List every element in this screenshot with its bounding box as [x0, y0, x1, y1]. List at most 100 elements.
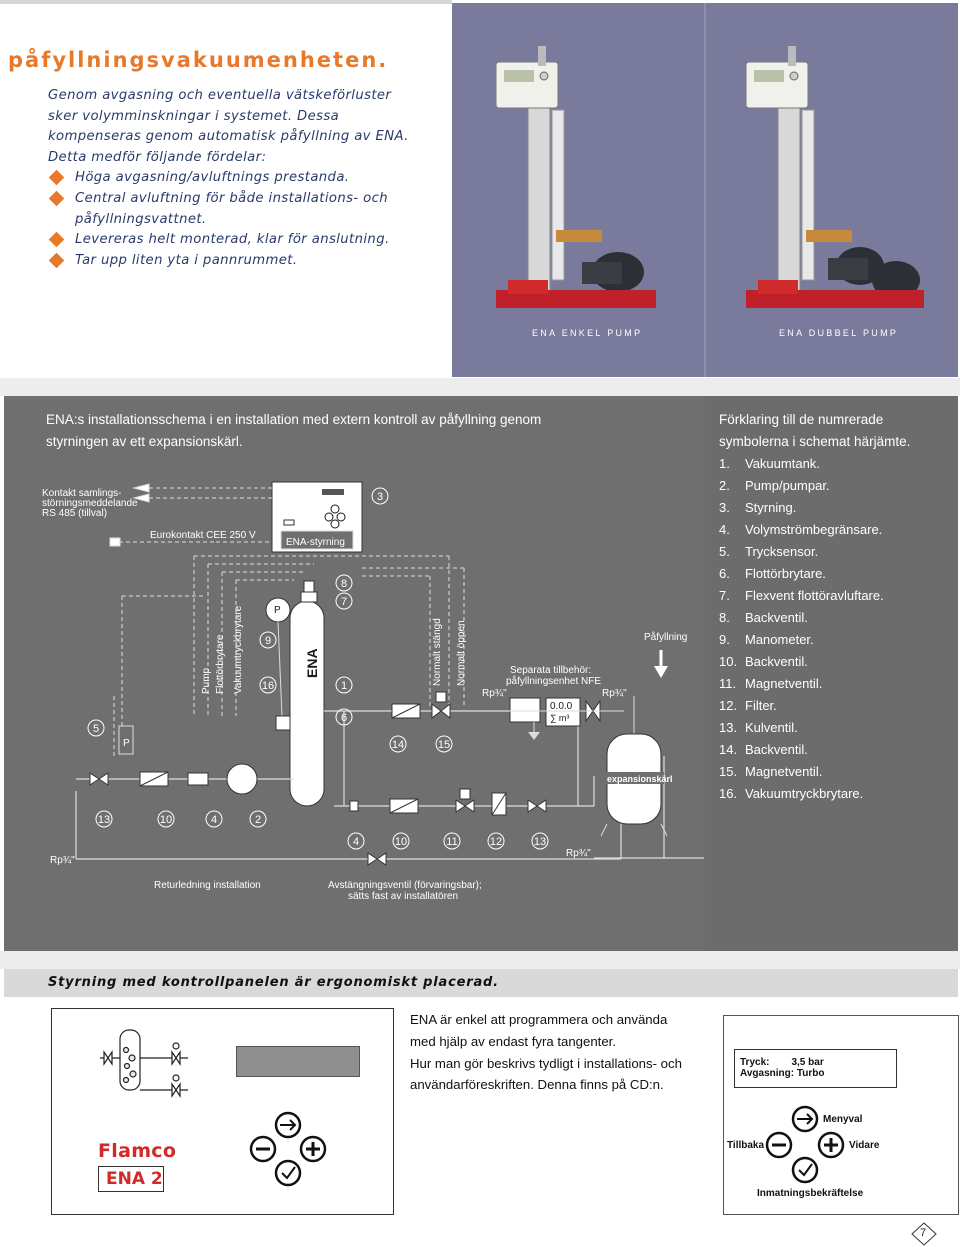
- legend-item: 7.Flexvent flottöravluftare.: [719, 588, 884, 603]
- separator-band: [0, 378, 960, 396]
- legend-title-line: symbolerna i schemat härjämte.: [719, 434, 911, 449]
- pressure-sensor-5: [118, 725, 134, 755]
- page-number-badge: [911, 1222, 937, 1246]
- display-line: Avgasning: Turbo: [740, 1068, 825, 1079]
- label-vakuum: Vakuumtryckbrytare: [233, 605, 244, 694]
- description-line: användarföreskriften. Denna finns på CD:…: [410, 1077, 664, 1093]
- intro-text: Genom avgasning och eventuella vätskeför…: [48, 86, 448, 271]
- legend-list: 1.Vakuumtank. 2.Pump/pumpar. 3.Styrning.…: [719, 453, 884, 805]
- label-kontakt: störningsmeddelande: [42, 498, 138, 509]
- ena-single-pump-image: [495, 46, 656, 308]
- legend-item: 5.Trycksensor.: [719, 544, 819, 559]
- marker-6: 6: [335, 708, 353, 726]
- diagram-title-line: styrningen av ett expansionskärl.: [46, 434, 243, 449]
- intro-line: Genom avgasning och eventuella vätskeför…: [48, 88, 392, 103]
- page-title: påfyllningsvakuumenheten.: [8, 48, 389, 72]
- label-rp: Rp¾": [602, 688, 627, 699]
- benefit-item: Tar upp liten yta i pannrummet.: [48, 251, 448, 272]
- legend-item: 8.Backventil.: [719, 610, 808, 625]
- isolation-valve: [367, 852, 387, 866]
- label-flottor: Flottörbrytare: [215, 634, 226, 694]
- legend-item: 16.Vakuumtryckbrytare.: [719, 786, 864, 801]
- benefit-item-continued: påfyllningsvattnet.: [75, 211, 207, 227]
- back-label: Tillbaka: [727, 1140, 765, 1151]
- legend-item: 13.Kulventil.: [719, 720, 798, 735]
- svg-text:15: 15: [438, 739, 450, 751]
- marker-4: 4: [205, 810, 223, 828]
- vacuum-tank: [289, 600, 325, 807]
- plus-icon: [299, 1135, 327, 1163]
- confirm-label: Inmatningsbekräftelse: [757, 1188, 864, 1199]
- marker-12: 12: [487, 832, 505, 850]
- svg-text:11: 11: [446, 836, 457, 848]
- svg-text:13: 13: [98, 814, 110, 826]
- label-avstangning: sätts fast av installatören: [348, 891, 458, 902]
- svg-text:6: 6: [341, 712, 347, 724]
- svg-text:10: 10: [160, 814, 172, 826]
- caption-double-pump: ENA DUBBEL PUMP: [779, 328, 899, 338]
- intro-line: kompenseras genom automatisk påfyllning …: [48, 129, 409, 145]
- marker-2: 2: [249, 810, 267, 828]
- svg-text:2: 2: [255, 814, 261, 826]
- legend-item: 1.Vakuumtank.: [719, 456, 820, 471]
- svg-text:1: 1: [341, 680, 347, 692]
- ena-device-icon: [100, 1029, 188, 1098]
- svg-text:8: 8: [341, 578, 347, 590]
- display-line: Tryck:3,5 bar: [740, 1057, 824, 1068]
- legend-panel: [705, 396, 958, 951]
- label-separata: Separata tillbehör:: [510, 665, 591, 676]
- solenoid-valve-11: [455, 799, 475, 813]
- marker-9: 9: [259, 631, 277, 649]
- description-line: Hur man gör beskrivs tydligt i installat…: [410, 1055, 682, 1071]
- legend-item: 10.Backventil.: [719, 654, 808, 669]
- benefit-list: Höga avgasning/avluftnings prestanda. Ce…: [48, 168, 448, 271]
- legend-title: Förklaring till de numrerade symbolerna …: [719, 409, 949, 453]
- label-kontakt: Kontakt samlings-: [42, 488, 121, 499]
- button-explanation-box: [723, 1015, 959, 1215]
- label-ena-styrning: ENA-styrning: [286, 537, 345, 548]
- label-expansionskarl: expansionskärl: [607, 774, 673, 784]
- diagram-title: ENA:s installationsschema i en installat…: [46, 409, 606, 453]
- label-rp: Rp¾": [50, 855, 75, 866]
- menu-label: Menyval: [823, 1114, 863, 1125]
- caption-single-pump: ENA ENKEL PUMP: [532, 328, 643, 338]
- meter-unit: ∑ m³: [550, 713, 569, 723]
- marker-16: 16: [259, 676, 277, 694]
- marker-5: 5: [87, 719, 105, 737]
- label-avstangning: Avstängningsventil (förvaringsbar);: [328, 880, 482, 891]
- legend-item: 11.Magnetventil.: [719, 676, 823, 691]
- arrow-right-icon: [791, 1105, 819, 1133]
- svg-text:5: 5: [93, 723, 99, 735]
- benefit-item: Levereras helt monterad, klar för anslut…: [48, 230, 448, 251]
- control-description: ENA är enkel att programmera och använda…: [410, 1009, 710, 1096]
- section-title: Styrning med kontrollpanelen är ergonomi…: [48, 975, 499, 990]
- checkmark-icon: [274, 1159, 302, 1187]
- brand-logo: Flamco: [98, 1140, 177, 1162]
- description-line: med hjälp av endast fyra tangenter.: [410, 1033, 617, 1049]
- marker-10b: 10: [392, 832, 410, 850]
- label-pafyllning: Påfyllning: [644, 631, 687, 643]
- display-example: [734, 1049, 897, 1088]
- svg-text:12: 12: [490, 836, 502, 848]
- intro-line: Detta medför följande fördelar:: [48, 149, 267, 165]
- separator-band: [0, 951, 960, 969]
- svg-text:4: 4: [353, 836, 359, 848]
- legend-item: 4.Volymströmbegränsare.: [719, 522, 883, 537]
- model-badge: [98, 1166, 164, 1192]
- nfe-unit: [509, 697, 541, 723]
- legend-item: 15.Magnetventil.: [719, 764, 823, 779]
- legend-item: 2.Pump/pumpar.: [719, 478, 830, 493]
- label-pump: Pump: [201, 667, 212, 694]
- marker-15: 15: [435, 735, 453, 753]
- legend-item: 9.Manometer.: [719, 632, 814, 647]
- marker-1: 1: [335, 676, 353, 694]
- minus-icon: [249, 1135, 277, 1163]
- marker-14: 14: [389, 735, 407, 753]
- checkmark-icon: [791, 1156, 819, 1184]
- label-ena: ENA: [304, 648, 320, 678]
- description-line: ENA är enkel att programmera och använda: [410, 1012, 668, 1027]
- benefit-item: Höga avgasning/avluftnings prestanda.: [48, 168, 448, 189]
- ball-valve-13: [89, 772, 109, 786]
- legend-item: 14.Backventil.: [719, 742, 808, 757]
- label-returledning: Returledning installation: [154, 880, 261, 891]
